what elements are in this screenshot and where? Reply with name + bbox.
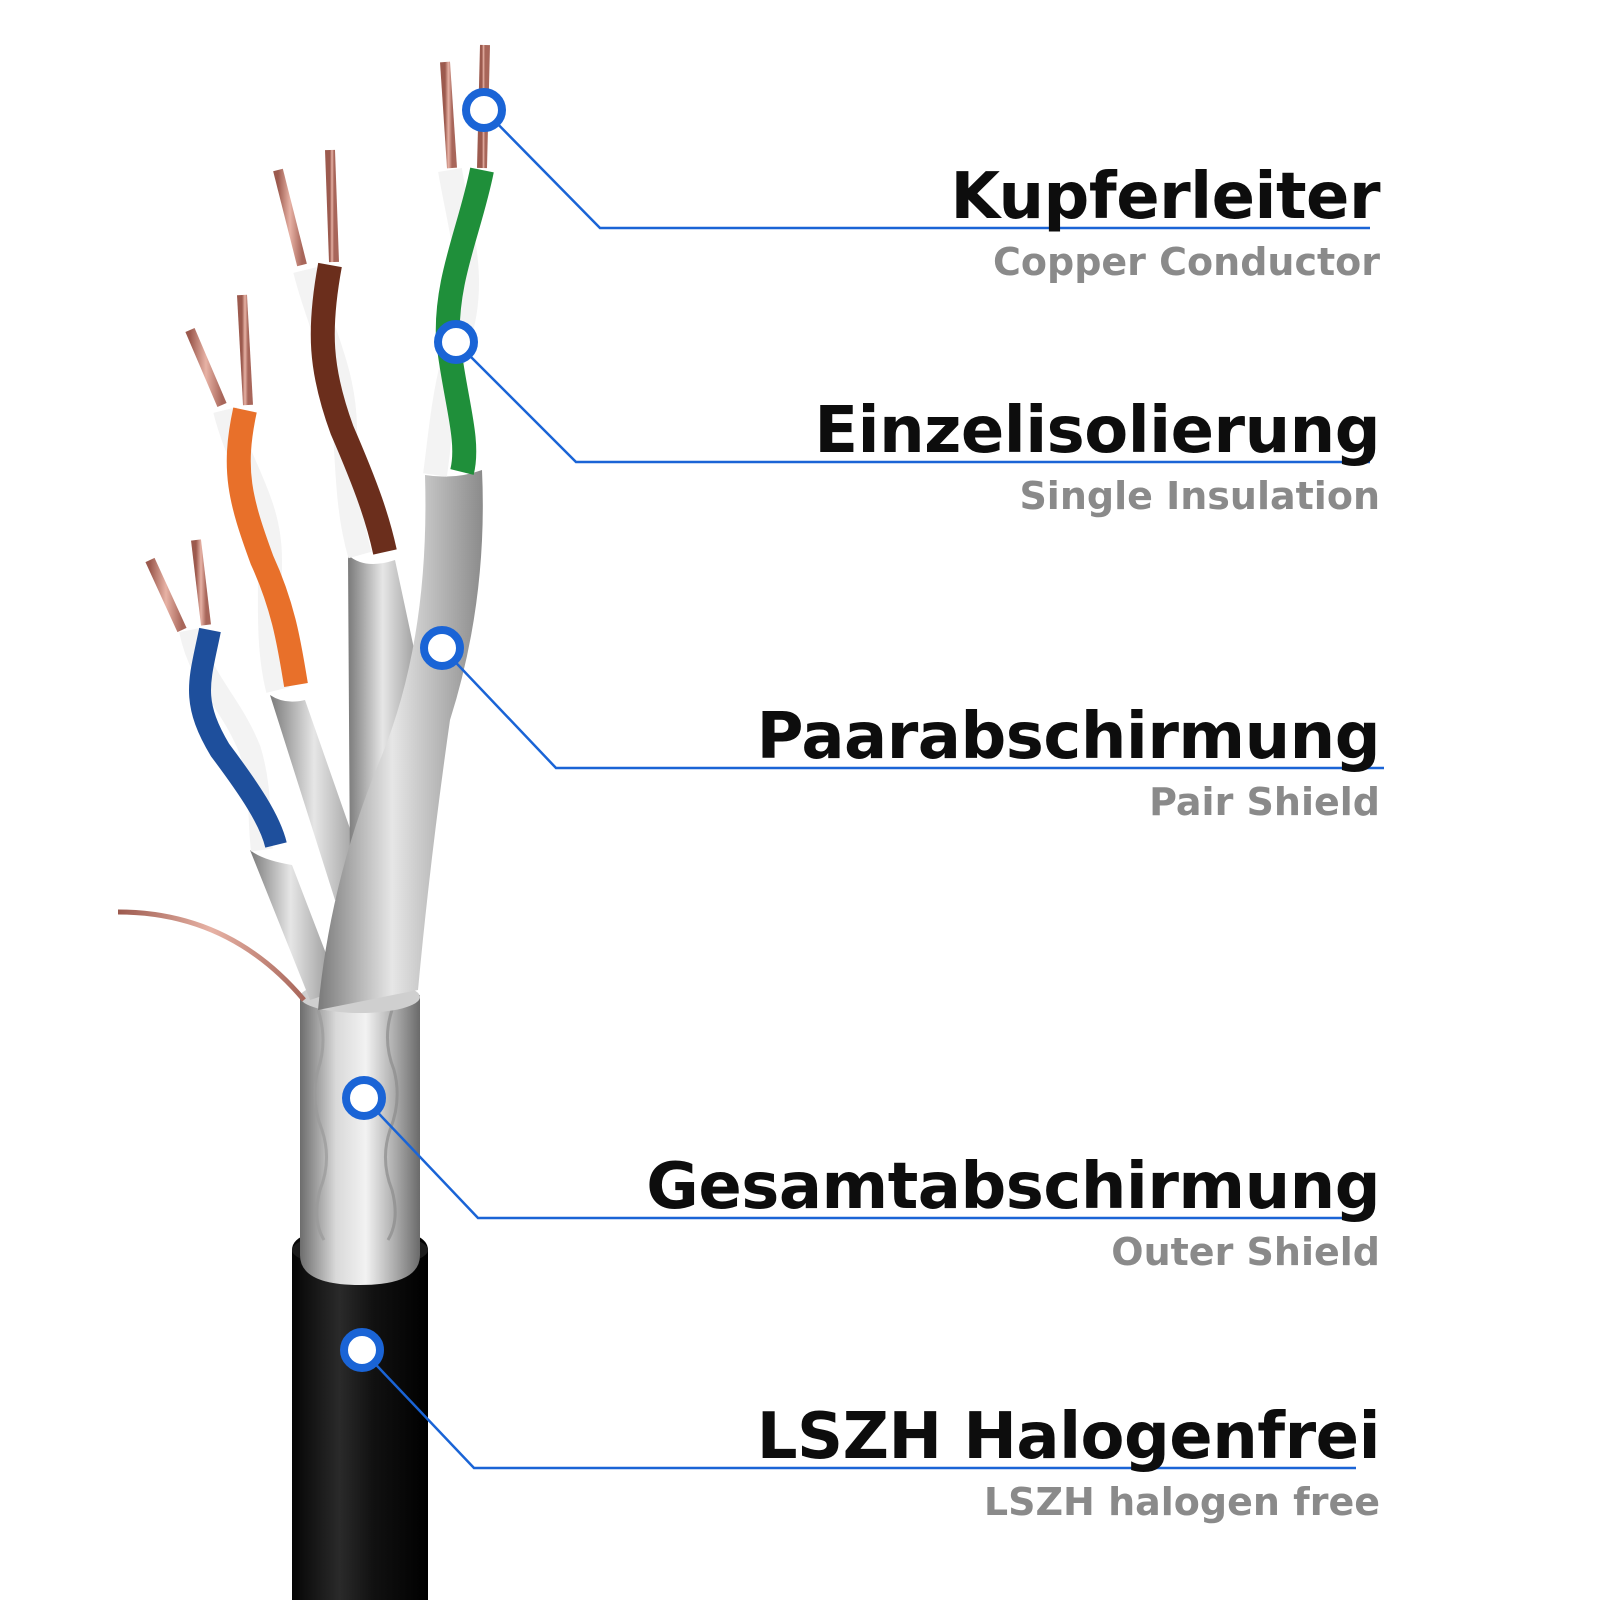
label-lszh: LSZH Halogenfrei LSZH halogen free [620,1400,1381,1524]
label-title: Einzelisolierung [814,394,1380,468]
drain-wire [117,909,306,1002]
callout-line-kupferleiter [483,109,1370,230]
label-subtitle: Outer Shield [1111,1230,1380,1274]
outer-shield [300,981,420,1285]
marker-paarabschirmung-icon [420,626,464,670]
marker-einzelisolierung-icon [434,320,478,364]
marker-kupferleiter-icon [462,88,506,132]
label-kupferleiter: Kupferleiter Copper Conductor [620,160,1381,284]
callout-line-gesamtabschirmung [363,1097,1352,1220]
label-subtitle: Copper Conductor [993,240,1380,284]
callout-markers [340,88,506,1372]
label-subtitle: Pair Shield [1149,780,1380,824]
label-title: Gesamtabschirmung [646,1150,1380,1224]
callout-line-lszh [361,1349,1356,1470]
label-title: Paarabschirmung [756,700,1381,774]
callout-line-einzelisolierung [455,341,1370,464]
wire-pair-orange [185,294,308,693]
marker-gesamtabschirmung-icon [342,1076,386,1120]
label-title: Kupferleiter [950,160,1381,234]
label-einzelisolierung: Einzelisolierung Single Insulation [620,394,1380,518]
wire-pair-blue [145,539,287,852]
pair-shields [250,470,483,1010]
marker-lszh-icon [340,1328,384,1372]
label-subtitle: LSZH halogen free [983,1480,1380,1524]
label-subtitle: Single Insulation [1019,474,1380,518]
callout-line-paarabschirmung [441,647,1384,770]
label-gesamtabschirmung: Gesamtabschirmung Outer Shield [620,1150,1380,1274]
wire-pair-brown [273,149,397,559]
label-paarabschirmung: Paarabschirmung Pair Shield [620,700,1381,824]
label-title: LSZH Halogenfrei [756,1400,1381,1474]
callout-lines [361,109,1384,1470]
